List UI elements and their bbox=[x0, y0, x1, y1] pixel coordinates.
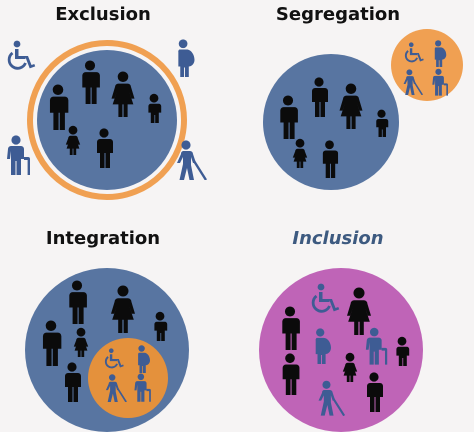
segregation-panel: Segregation bbox=[263, 4, 463, 190]
wheelchair-icon bbox=[7, 40, 37, 70]
exclusion-title: Exclusion bbox=[55, 4, 151, 25]
inclusion-title: Inclusion bbox=[292, 228, 383, 249]
inclusion-panel: Inclusion bbox=[259, 228, 423, 432]
segregation-minority-circle bbox=[391, 29, 463, 101]
exclusion-outer-ring bbox=[27, 40, 187, 200]
elderly-cane-icon bbox=[7, 135, 30, 175]
segregation-title: Segregation bbox=[276, 4, 400, 25]
pregnant-woman-icon bbox=[178, 39, 195, 77]
integration-minority-circle bbox=[88, 338, 168, 418]
exclusion-panel: Exclusion bbox=[7, 4, 207, 200]
integration-title: Integration bbox=[46, 228, 160, 249]
integration-panel: Integration bbox=[25, 228, 189, 432]
exclusion-majority-circle bbox=[37, 50, 177, 190]
